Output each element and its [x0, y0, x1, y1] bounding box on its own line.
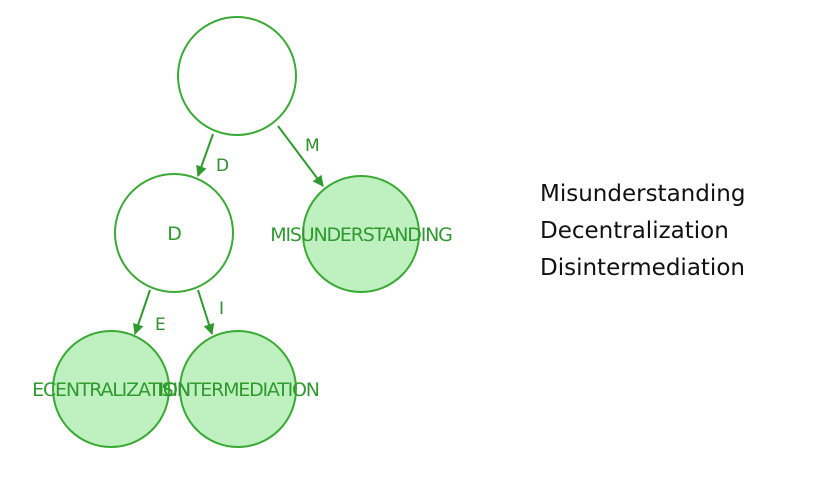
edge-label-i: I: [219, 299, 224, 319]
edge-root-to-m: [277, 125, 324, 187]
node-misunderstanding: [302, 175, 420, 293]
node-isintermediation: [179, 330, 297, 448]
word-list-item: Misunderstanding: [540, 181, 746, 207]
edge-label-e: E: [155, 315, 166, 335]
node-d: [114, 173, 234, 293]
edge-d-to-e: [132, 289, 151, 336]
node-isintermediation-label: ISINTERMEDIATION: [157, 379, 319, 401]
word-list: Misunderstanding Decentralization Disint…: [540, 176, 745, 287]
edge-root-to-d: [196, 133, 214, 178]
node-ecentralization: [52, 330, 170, 448]
edge-d-to-i: [197, 289, 215, 336]
word-list-item: Disintermediation: [540, 255, 745, 281]
node-misunderstanding-label: MISUNDERSTANDING: [270, 224, 452, 246]
root-node: [177, 16, 297, 136]
node-d-label: D: [167, 223, 181, 245]
edge-label-m: M: [305, 136, 320, 156]
node-ecentralization-label: ECENTRALIZATION: [32, 379, 190, 401]
word-list-item: Decentralization: [540, 218, 729, 244]
edge-label-d: D: [216, 156, 229, 176]
